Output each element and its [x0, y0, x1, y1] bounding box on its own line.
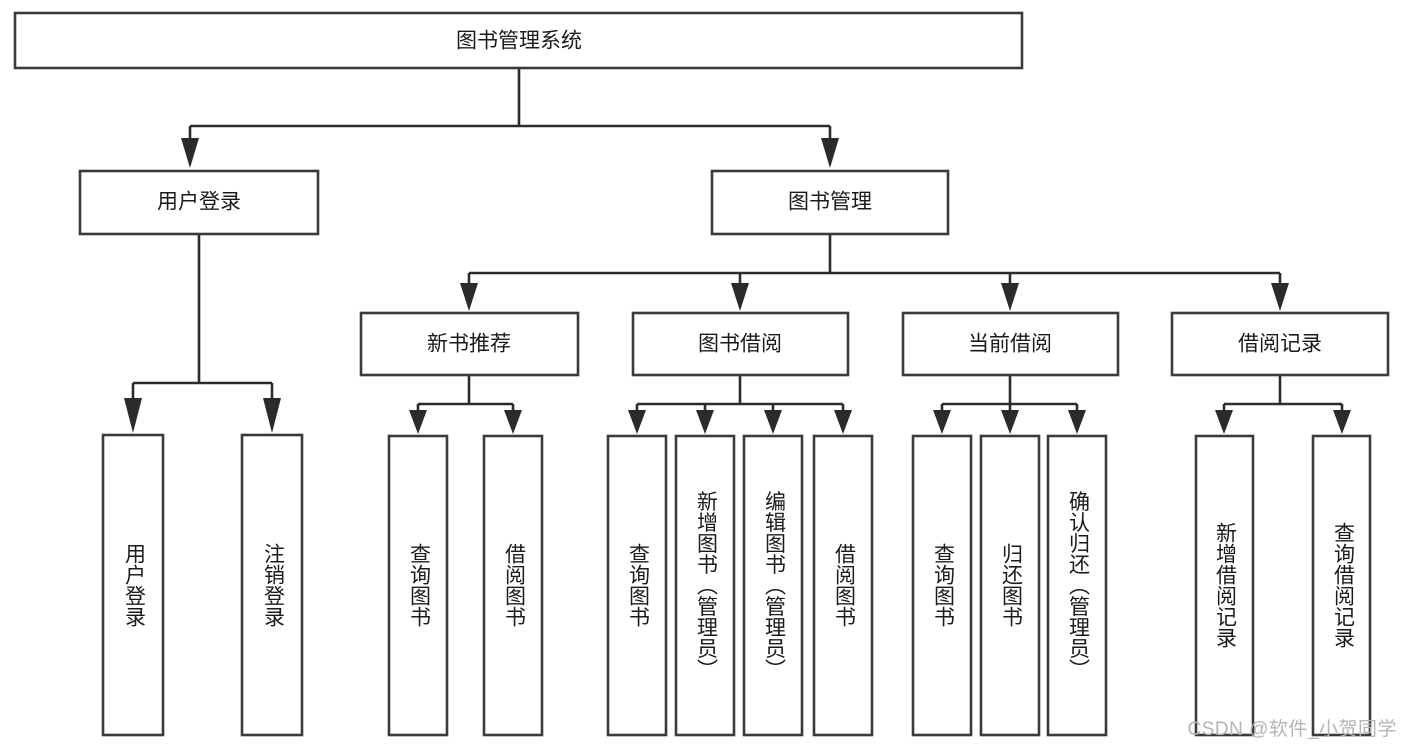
node-label: 新增借阅记录	[1213, 522, 1237, 648]
arrow-head-icon	[124, 398, 142, 433]
leaf-node-query-book-recommend[interactable]: 查询图书	[387, 434, 449, 737]
node-box-shape	[742, 434, 804, 737]
arrow-head-icon	[696, 410, 714, 434]
node-box-shape	[674, 434, 736, 737]
arrow-head-icon	[1068, 410, 1086, 434]
leaf-node-confirm-return-admin[interactable]: 确认归还（管理员）	[1046, 434, 1108, 737]
arrow-head-icon	[181, 138, 199, 168]
node-box-shape	[911, 434, 973, 737]
node-label: 编辑图书（管理员）	[762, 491, 786, 680]
node-label: 借阅图书	[502, 543, 526, 627]
node-box-shape	[387, 434, 449, 737]
node-box-shape	[631, 311, 850, 377]
node-box-shape	[1311, 434, 1372, 737]
arrow-head-icon	[834, 410, 852, 434]
leaf-node-query-book[interactable]: 查询图书	[606, 434, 668, 737]
node-box-shape	[1194, 434, 1255, 737]
arrow-head-icon	[1215, 410, 1233, 434]
node-box-shape	[1046, 434, 1108, 737]
node-root-book-management-system[interactable]: 图书管理系统	[13, 11, 1024, 70]
node-label: 借阅记录	[1238, 333, 1322, 356]
arrow-head-icon	[1001, 410, 1019, 434]
arrow-head-icon	[1333, 410, 1351, 434]
node-box-shape	[710, 169, 950, 236]
leaf-node-add-borrow-record[interactable]: 新增借阅记录	[1194, 434, 1255, 737]
node-label: 新书推荐	[427, 333, 511, 356]
node-label: 用户登录	[157, 191, 241, 214]
connector-book-mgmt-to-level3	[460, 234, 1289, 311]
arrow-head-icon	[764, 410, 782, 434]
node-box-shape	[240, 433, 304, 737]
node-label: 图书管理系统	[456, 30, 582, 53]
node-label: 查询图书	[931, 543, 955, 627]
leaf-node-add-book-admin[interactable]: 新增图书（管理员）	[674, 434, 736, 737]
arrow-head-icon	[1271, 283, 1289, 311]
node-box-shape	[482, 434, 544, 737]
node-label: 图书借阅	[698, 333, 782, 356]
node-user-login[interactable]: 用户登录	[78, 169, 320, 236]
node-box-shape	[812, 434, 874, 737]
connector-book-borrow-to-leaves	[628, 375, 852, 434]
connector-new-book-to-leaves	[409, 375, 522, 434]
node-box-shape	[1170, 311, 1390, 377]
leaf-node-logout[interactable]: 注销登录	[240, 433, 304, 737]
arrow-head-icon	[409, 410, 427, 434]
node-book-management[interactable]: 图书管理	[710, 169, 950, 236]
node-box-shape	[359, 311, 580, 377]
node-label: 用户登录	[122, 543, 146, 627]
leaf-node-query-borrow-record[interactable]: 查询借阅记录	[1311, 434, 1372, 737]
arrow-head-icon	[731, 283, 749, 311]
node-label: 确认归还（管理员）	[1066, 491, 1090, 680]
node-box-shape	[78, 169, 320, 236]
arrow-head-icon	[628, 410, 646, 434]
node-new-book-recommend[interactable]: 新书推荐	[359, 311, 580, 377]
connector-current-borrow-to-leaves	[933, 375, 1086, 434]
node-label: 当前借阅	[968, 333, 1052, 356]
node-label: 新增图书（管理员）	[694, 491, 718, 680]
arrow-head-icon	[933, 410, 951, 434]
arrow-head-icon	[263, 398, 281, 433]
node-book-borrow[interactable]: 图书借阅	[631, 311, 850, 377]
leaf-node-borrow-book[interactable]: 借阅图书	[812, 434, 874, 737]
node-box-shape	[979, 434, 1041, 737]
node-borrow-record[interactable]: 借阅记录	[1170, 311, 1390, 377]
node-label: 注销登录	[261, 543, 285, 627]
leaf-node-edit-book-admin[interactable]: 编辑图书（管理员）	[742, 434, 804, 737]
connector-borrow-record-to-leaves	[1215, 375, 1351, 434]
leaf-node-user-login[interactable]: 用户登录	[101, 433, 165, 737]
node-box-shape	[101, 433, 165, 737]
leaf-node-query-book-current[interactable]: 查询图书	[911, 434, 973, 737]
arrow-head-icon	[821, 138, 839, 168]
node-box-shape	[606, 434, 668, 737]
arrow-head-icon	[1001, 283, 1019, 311]
node-label: 借阅图书	[832, 543, 856, 627]
arrow-head-icon	[460, 283, 478, 311]
connector-root-to-level2	[181, 68, 839, 168]
node-label: 归还图书	[999, 543, 1023, 627]
node-label: 查询图书	[626, 543, 650, 627]
node-box-shape	[901, 311, 1120, 377]
leaf-node-borrow-book-recommend[interactable]: 借阅图书	[482, 434, 544, 737]
node-current-borrow[interactable]: 当前借阅	[901, 311, 1120, 377]
node-box-shape	[13, 11, 1024, 70]
node-label: 查询图书	[407, 543, 431, 627]
connector-user-login-to-leaves	[124, 234, 281, 433]
leaf-node-return-book[interactable]: 归还图书	[979, 434, 1041, 737]
node-label: 图书管理	[788, 191, 872, 214]
node-label: 查询借阅记录	[1331, 522, 1355, 648]
arrow-head-icon	[504, 410, 522, 434]
